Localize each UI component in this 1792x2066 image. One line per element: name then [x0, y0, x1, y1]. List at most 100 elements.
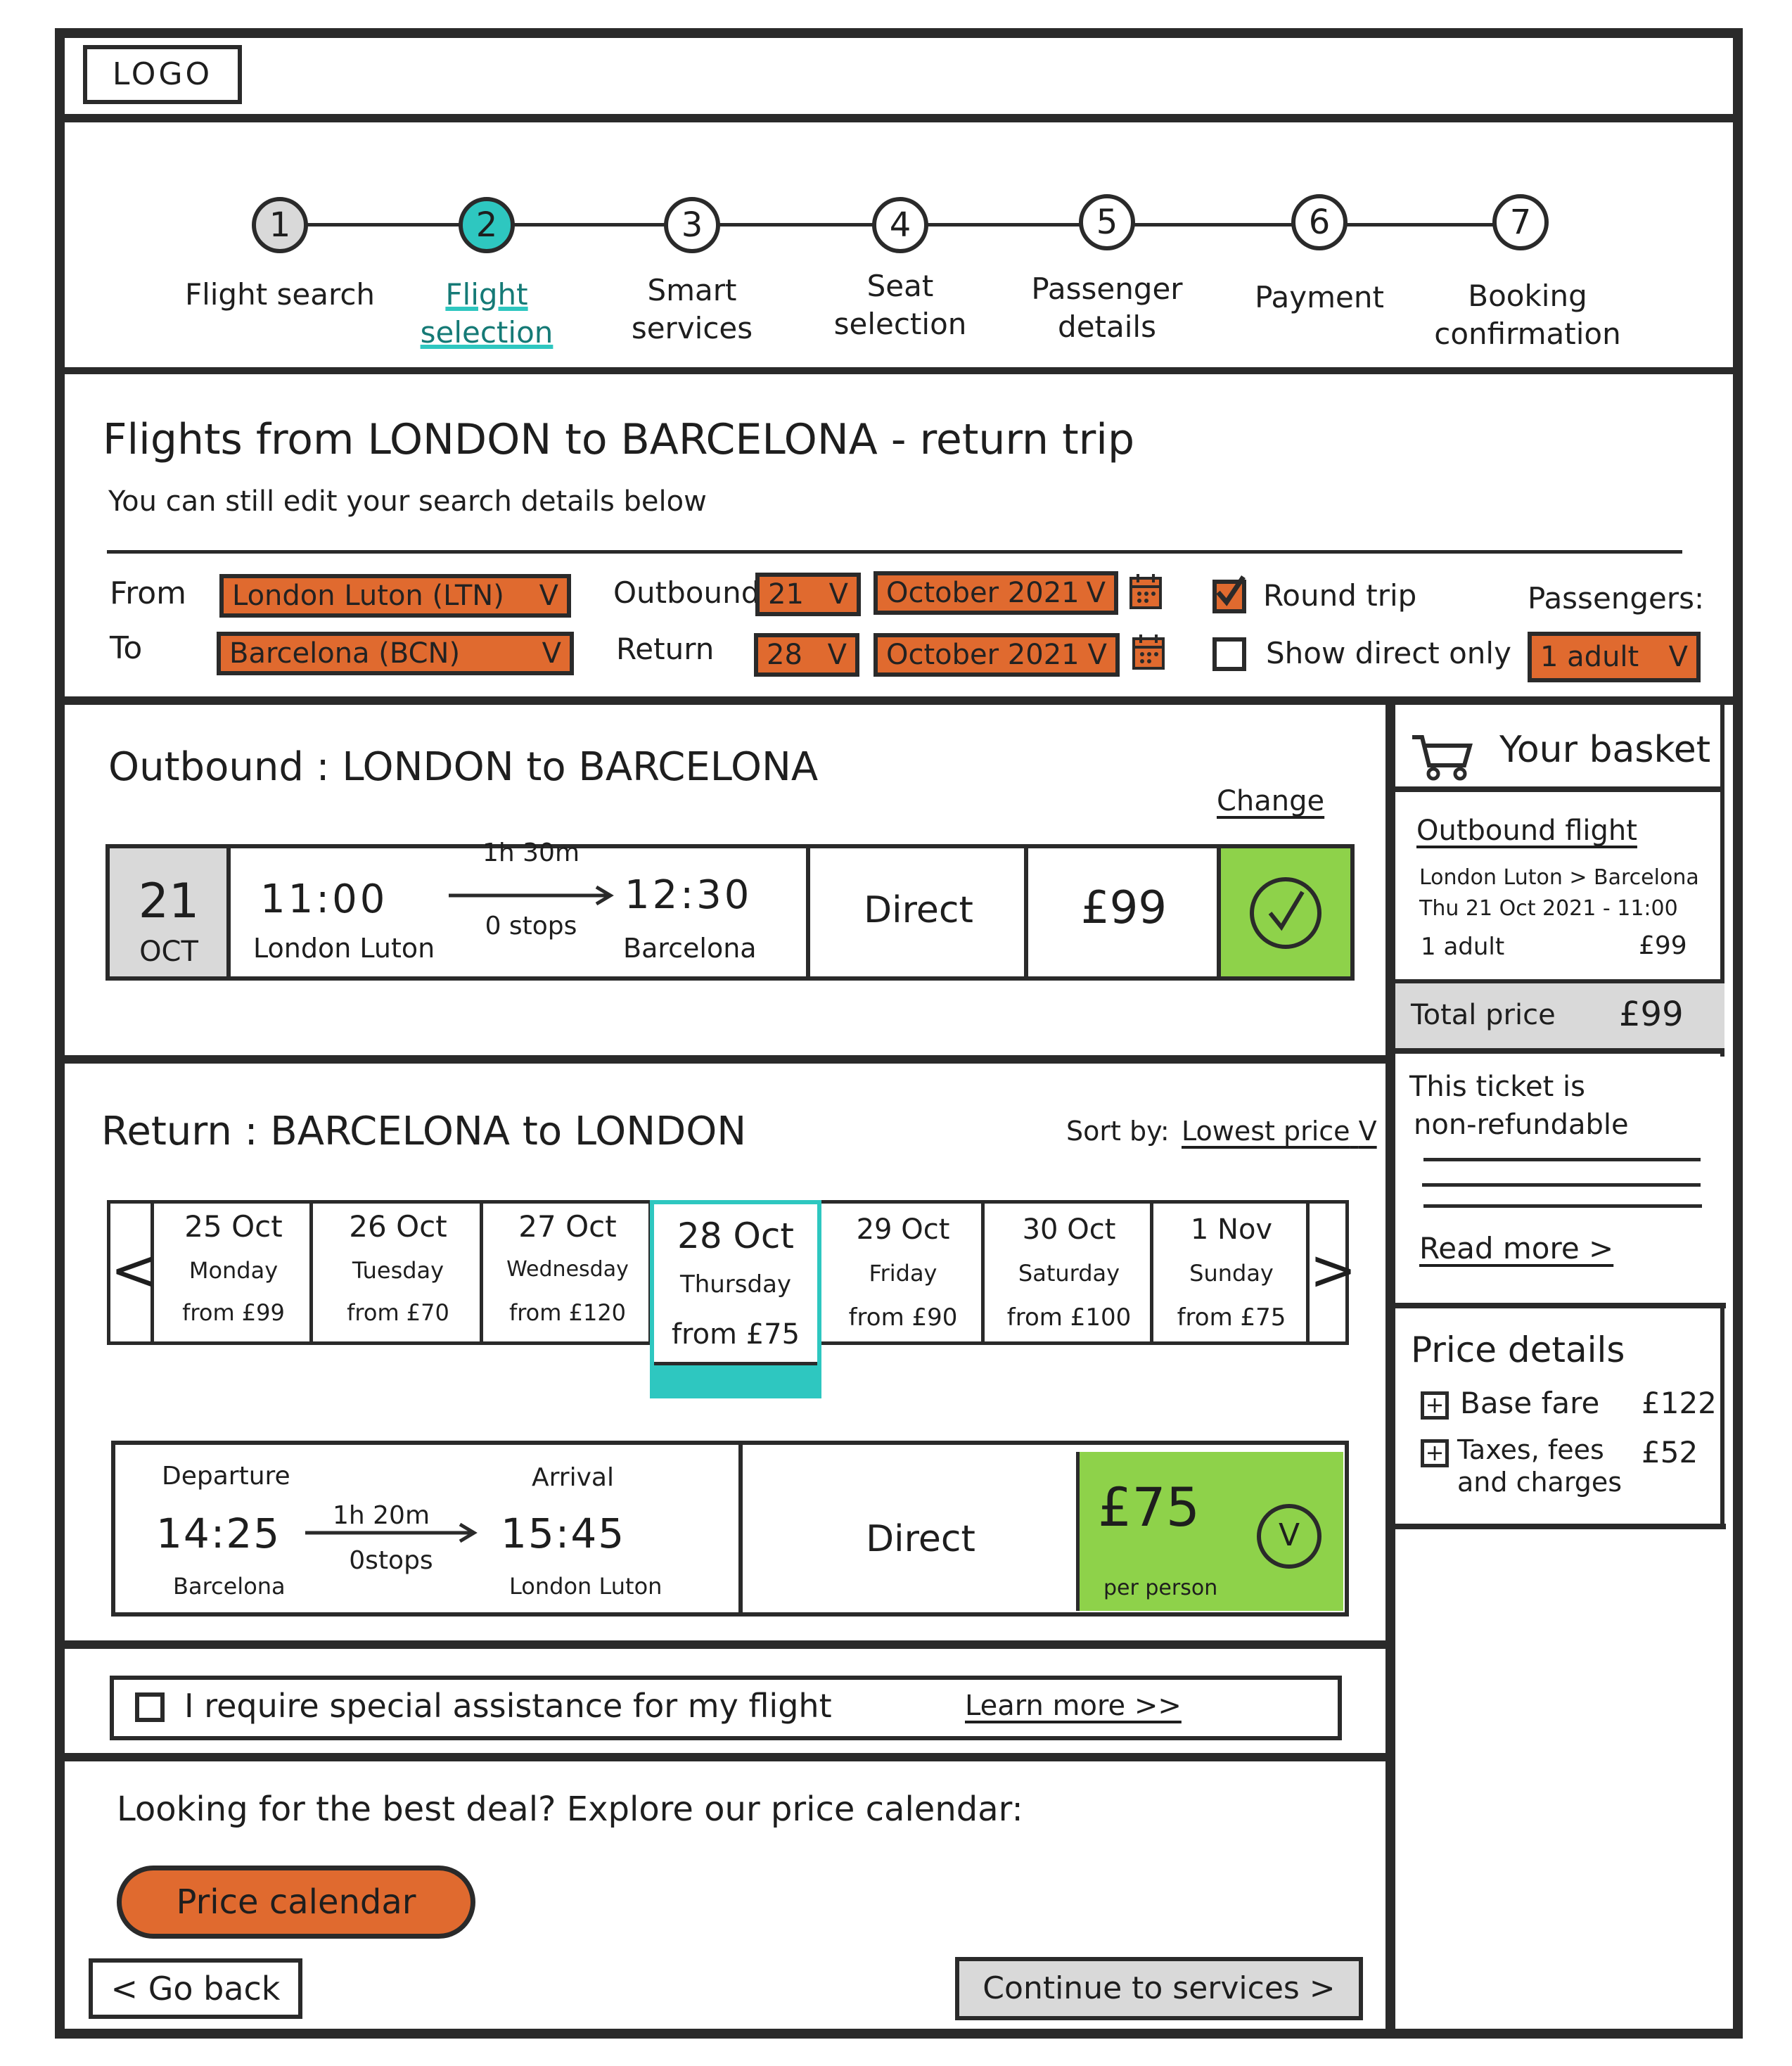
date-price: from £120 — [508, 1299, 627, 1326]
basket-title-divider — [1395, 786, 1724, 792]
step-1-label[interactable]: Flight search — [184, 277, 376, 312]
date-option-1-nov[interactable]: 1 Nov Sunday from £75 — [1153, 1204, 1310, 1341]
day-label: Wednesday — [506, 1257, 629, 1282]
chevron-down-icon: V — [827, 639, 847, 671]
step-6-label[interactable]: Payment — [1255, 280, 1384, 314]
step-5-circle[interactable]: 5 — [1079, 194, 1135, 250]
date-option-29-oct[interactable]: 29 Oct Friday from £90 — [821, 1204, 985, 1341]
carousel-next-button[interactable]: > — [1310, 1204, 1357, 1341]
search-subtitle: You can still edit your search details b… — [108, 485, 707, 518]
ticket-note-line1: This ticket is — [1409, 1071, 1585, 1103]
date-label: 29 Oct — [856, 1213, 950, 1246]
passengers-label: Passengers: — [1528, 581, 1705, 616]
date-price: from £99 — [182, 1299, 285, 1326]
placeholder-line — [1423, 1204, 1702, 1208]
basket-pax: 1 adult — [1421, 933, 1505, 961]
go-back-button[interactable]: < Go back — [89, 1958, 302, 2019]
chevron-down-icon: V — [828, 578, 848, 611]
day-label: Tuesday — [352, 1257, 444, 1284]
carousel-prev-button[interactable]: < — [110, 1204, 158, 1341]
passengers-dropdown[interactable]: 1 adult V — [1528, 632, 1701, 682]
date-price: from £70 — [347, 1299, 449, 1326]
calendar-icon[interactable] — [1131, 632, 1166, 671]
direct-only-checkbox[interactable] — [1212, 637, 1246, 671]
day-label: Monday — [188, 1257, 279, 1284]
continue-button[interactable]: Continue to services > — [955, 1957, 1363, 2020]
outbound-date-month: OCT — [139, 936, 198, 968]
outbound-date-day: 21 — [138, 874, 200, 929]
day-label: Thursday — [679, 1270, 792, 1299]
return-price: £75 — [1098, 1476, 1201, 1538]
step-2-label[interactable]: Flight selection — [420, 277, 553, 350]
calendar-icon[interactable] — [1128, 571, 1163, 611]
assistance-checkbox[interactable] — [135, 1692, 165, 1722]
to-label: To — [110, 630, 143, 666]
chevron-down-icon: V — [1087, 639, 1107, 671]
stepper-divider — [55, 367, 1743, 374]
outbound-day-dropdown[interactable]: 21 V — [755, 573, 861, 616]
date-option-26-oct[interactable]: 26 Oct Tuesday from £70 — [313, 1204, 483, 1341]
outbound-month-dropdown[interactable]: October 2021 V — [873, 571, 1118, 615]
sort-dropdown[interactable]: Lowest price V — [1182, 1116, 1377, 1147]
return-month-dropdown[interactable]: October 2021 V — [873, 633, 1120, 677]
assistance-divider — [55, 1753, 1385, 1761]
date-option-28-oct-selected[interactable]: 28 Oct Thursday from £75 — [650, 1200, 821, 1398]
step-2-circle[interactable]: 2 — [459, 197, 515, 253]
cell-divider — [1217, 848, 1221, 976]
taxes-label: Taxes, fees and charges — [1457, 1434, 1623, 1498]
taxes-value: £52 — [1641, 1435, 1698, 1469]
return-day-dropdown[interactable]: 28 V — [754, 633, 859, 677]
outbound-selected-button[interactable] — [1221, 848, 1350, 976]
day-label: Saturday — [1018, 1260, 1120, 1287]
round-trip-label: Round trip — [1263, 578, 1417, 613]
step-7-label[interactable]: Booking confirmation — [1434, 279, 1621, 351]
date-option-25-oct[interactable]: 25 Oct Monday from £99 — [154, 1204, 313, 1341]
step-6-circle[interactable]: 6 — [1291, 194, 1348, 250]
round-trip-checkbox[interactable] — [1212, 575, 1246, 613]
price-details-title: Price details — [1411, 1329, 1625, 1370]
arrow-right-icon — [304, 1522, 480, 1543]
sort-label: Sort by: — [1066, 1116, 1170, 1147]
step-3-label[interactable]: Smart services — [631, 273, 753, 345]
return-price-note: per person — [1103, 1576, 1218, 1600]
assistance-learn-more-link[interactable]: Learn more >> — [965, 1690, 1182, 1722]
outbound-change-link[interactable]: Change — [1217, 785, 1325, 817]
outbound-month-value: October 2021 — [886, 577, 1080, 609]
search-divider — [55, 696, 1743, 705]
date-option-30-oct[interactable]: 30 Oct Saturday from £100 — [985, 1204, 1153, 1341]
step-3-circle[interactable]: 3 — [664, 197, 720, 253]
ticket-read-more-link[interactable]: Read more > — [1419, 1231, 1614, 1265]
cell-divider — [1024, 848, 1028, 976]
date-label: 1 Nov — [1190, 1213, 1273, 1246]
date-label: 26 Oct — [349, 1209, 447, 1244]
step-5-label[interactable]: Passenger details — [1031, 272, 1183, 344]
step-1-circle[interactable]: 1 — [252, 197, 308, 253]
return-type: Direct — [866, 1518, 975, 1560]
header-divider — [55, 114, 1743, 122]
taxes-expand-icon[interactable]: + — [1421, 1439, 1449, 1467]
return-select-button[interactable]: £75 per person V — [1076, 1452, 1343, 1611]
to-dropdown[interactable]: Barcelona (BCN) V — [217, 632, 574, 675]
step-7-circle[interactable]: 7 — [1492, 194, 1549, 250]
check-circle-icon — [1250, 877, 1321, 949]
return-arrive-place: London Luton — [509, 1573, 663, 1600]
outbound-label: Outbound — [613, 575, 760, 610]
from-dropdown[interactable]: London Luton (LTN) V — [219, 574, 571, 618]
total-price-value: £99 — [1619, 995, 1684, 1034]
date-price: from £90 — [848, 1303, 958, 1332]
day-label: Friday — [869, 1260, 937, 1287]
base-fare-expand-icon[interactable]: + — [1421, 1391, 1449, 1420]
shopping-cart-icon — [1409, 732, 1474, 781]
price-calendar-button[interactable]: Price calendar — [117, 1866, 475, 1939]
cell-divider — [806, 848, 810, 976]
chevron-right-icon: > — [1310, 1237, 1357, 1303]
chevron-down-icon: V — [1358, 1116, 1377, 1147]
selected-indicator — [654, 1362, 817, 1394]
return-depart-place: Barcelona — [173, 1573, 286, 1600]
placeholder-line — [1422, 1183, 1701, 1187]
logo[interactable]: LOGO — [83, 45, 242, 104]
step-4-label[interactable]: Seat selection — [833, 269, 967, 341]
date-option-27-oct[interactable]: 27 Oct Wednesday from £120 — [483, 1204, 652, 1341]
outbound-price: £99 — [1080, 882, 1167, 934]
step-4-circle[interactable]: 4 — [872, 197, 928, 253]
